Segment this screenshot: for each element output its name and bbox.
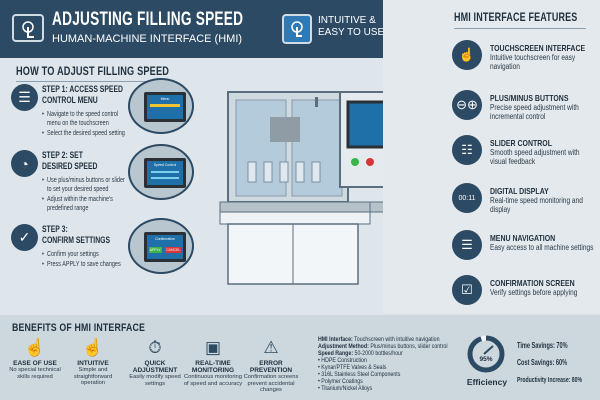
step-screen-zoom: Speed Control <box>128 144 194 200</box>
touch-hand-icon: ☝ <box>24 338 46 357</box>
features-panel <box>383 0 600 313</box>
plus-minus-icon: ⊖⊕ <box>452 90 482 120</box>
step-bullet: Confirm your settings <box>42 249 128 258</box>
divider <box>16 81 176 82</box>
step-bullet: Use plus/minus buttons or slider to set … <box>42 175 128 193</box>
how-to-title: HOW TO ADJUST FILLING SPEED <box>16 66 170 78</box>
spec-bullet: • 316L Stainless Steel Components <box>318 371 401 378</box>
divider <box>454 28 586 29</box>
touchscreen-icon: ☝ <box>452 40 482 70</box>
speedometer-icon: ◔ <box>11 150 38 177</box>
efficiency-gauge <box>467 335 505 373</box>
benefits-title: BENEFITS OF HMI INTERFACE <box>12 322 146 334</box>
spec-line: HMI Interface: Touchscreen with intuitiv… <box>318 336 440 343</box>
step-3: STEP 3:CONFIRM SETTINGS Confirm your set… <box>42 224 128 268</box>
step-bullet: Press APPLY to save changes <box>42 259 128 268</box>
step-bullet: Select the desired speed setting <box>42 128 128 137</box>
stopwatch-icon: ⏱ <box>148 338 162 357</box>
spec-line: Speed Range: 50-2000 bottles/hour <box>318 350 403 357</box>
spec-line: Adjustment Method: Plus/minus buttons, s… <box>318 343 448 350</box>
spec-bullet: • Polymer Coatings <box>318 378 363 385</box>
gauge-needle <box>483 345 494 355</box>
features-title: HMI INTERFACE FEATURES <box>454 12 578 24</box>
tablet-touch-icon <box>282 14 312 44</box>
slider-icon: ☷ <box>452 135 482 165</box>
stat-time-savings: Time Savings: 70% <box>517 341 568 350</box>
hmi-screen: Speed Control <box>144 158 186 188</box>
monitor-pulse-icon: ▣ <box>204 338 222 357</box>
step-title: STEP 3:CONFIRM SETTINGS <box>42 224 111 246</box>
step-screen-zoom: Menu <box>128 78 194 134</box>
warning-icon: ⚠ <box>263 338 279 357</box>
cancel-button[interactable]: CANCEL <box>165 247 182 253</box>
step-bullet: Navigate to the speed control menu on th… <box>42 109 128 127</box>
page-subtitle: HUMAN-MACHINE INTERFACE (HMI) <box>52 33 243 45</box>
efficiency-value: 95% <box>479 356 493 363</box>
step-bullet: Adjust within the machine's predefined r… <box>42 194 128 212</box>
touchscreen-icon <box>12 14 44 42</box>
spec-bullet: • Kynar/PTFE Valves & Seals <box>318 364 387 371</box>
spec-bullet: • HDPE Construction <box>318 357 367 364</box>
tagline: INTUITIVE &EASY TO USE <box>318 15 385 38</box>
efficiency-arc <box>467 335 505 373</box>
menu-icon: ☰ <box>452 230 482 260</box>
stat-cost-savings: Cost Savings: 60% <box>517 358 568 367</box>
hmi-screen: Menu <box>144 92 186 122</box>
confirm-window-icon: ☑ <box>452 275 482 305</box>
apply-button[interactable]: APPLY <box>148 247 162 253</box>
page-title: ADJUSTING FILLING SPEED <box>52 9 244 30</box>
digital-display-icon: 00:11 <box>452 183 482 213</box>
spec-bullet: • Titanium/Nickel Alloys <box>318 385 373 392</box>
stat-productivity: Productivity Increase: 80% <box>517 375 583 384</box>
efficiency-label: Efficiency <box>466 377 508 387</box>
list-icon: ☰ <box>11 84 38 111</box>
check-circle-icon: ✓ <box>11 224 38 251</box>
tap-hand-icon: ☝ <box>82 338 104 357</box>
filling-machine-illustration <box>219 67 441 285</box>
header-banner: ADJUSTING FILLING SPEED HUMAN-MACHINE IN… <box>0 0 385 58</box>
specs-block: HMI Interface: Touchscreen with intuitiv… <box>318 336 464 392</box>
